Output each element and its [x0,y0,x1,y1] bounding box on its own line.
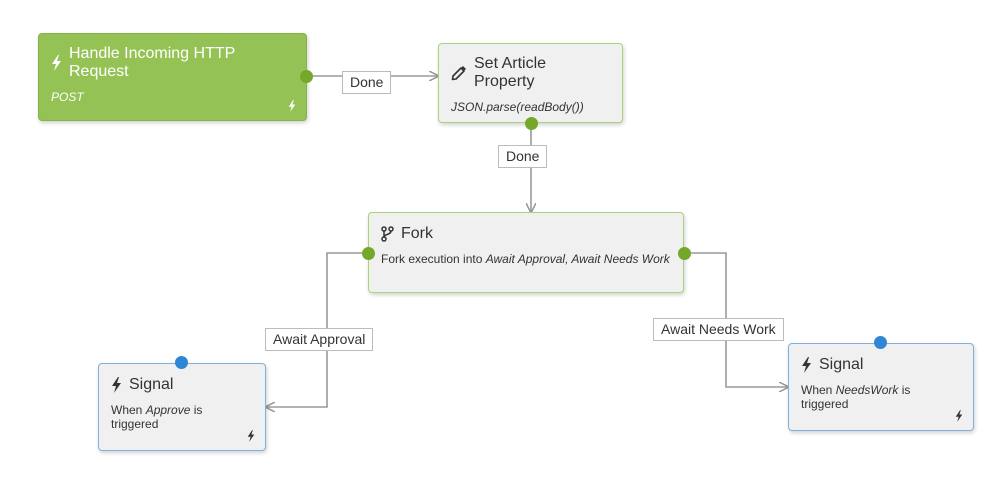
node-subtitle: JSON.parse(readBody()) [451,100,584,114]
connection-label-await-needs-work: Await Needs Work [653,318,784,341]
node-title: Signal [819,356,864,373]
output-port-await-approval[interactable] [362,247,375,260]
node-description: Fork execution into Await Approval, Awai… [381,252,670,266]
node-title: Set Article Property [474,55,547,90]
node-subtitle: POST [51,90,84,104]
connection-label-done: Done [498,145,548,168]
node-description: When NeedsWork is triggered [801,383,911,411]
node-description: When Approve is triggered [111,403,203,431]
http-request-node[interactable]: Handle Incoming HTTP Request POST [38,33,307,121]
node-title: Fork [401,225,433,242]
fork-node[interactable]: Fork Fork execution into Await Approval,… [368,212,684,293]
bolt-icon [51,55,62,71]
set-article-property-node[interactable]: Set Article Property JSON.parse(readBody… [438,43,623,123]
node-title: Signal [129,376,174,393]
node-title: Handle Incoming HTTP Request [69,45,235,80]
bolt-icon [111,377,122,393]
bolt-icon [288,100,296,112]
connection-label-await-approval: Await Approval [265,328,374,351]
output-port[interactable] [300,70,313,83]
fork-icon [381,226,394,242]
bolt-icon [247,430,255,442]
pencil-icon [451,65,467,81]
connection-label-done: Done [342,71,392,94]
input-port[interactable] [874,336,887,349]
input-port[interactable] [175,356,188,369]
bolt-icon [955,410,963,422]
output-port[interactable] [525,117,538,130]
signal-needs-work-node[interactable]: Signal When NeedsWork is triggered [788,343,974,431]
signal-approve-node[interactable]: Signal When Approve is triggered [98,363,266,451]
output-port-await-needs-work[interactable] [678,247,691,260]
bolt-icon [801,357,812,373]
